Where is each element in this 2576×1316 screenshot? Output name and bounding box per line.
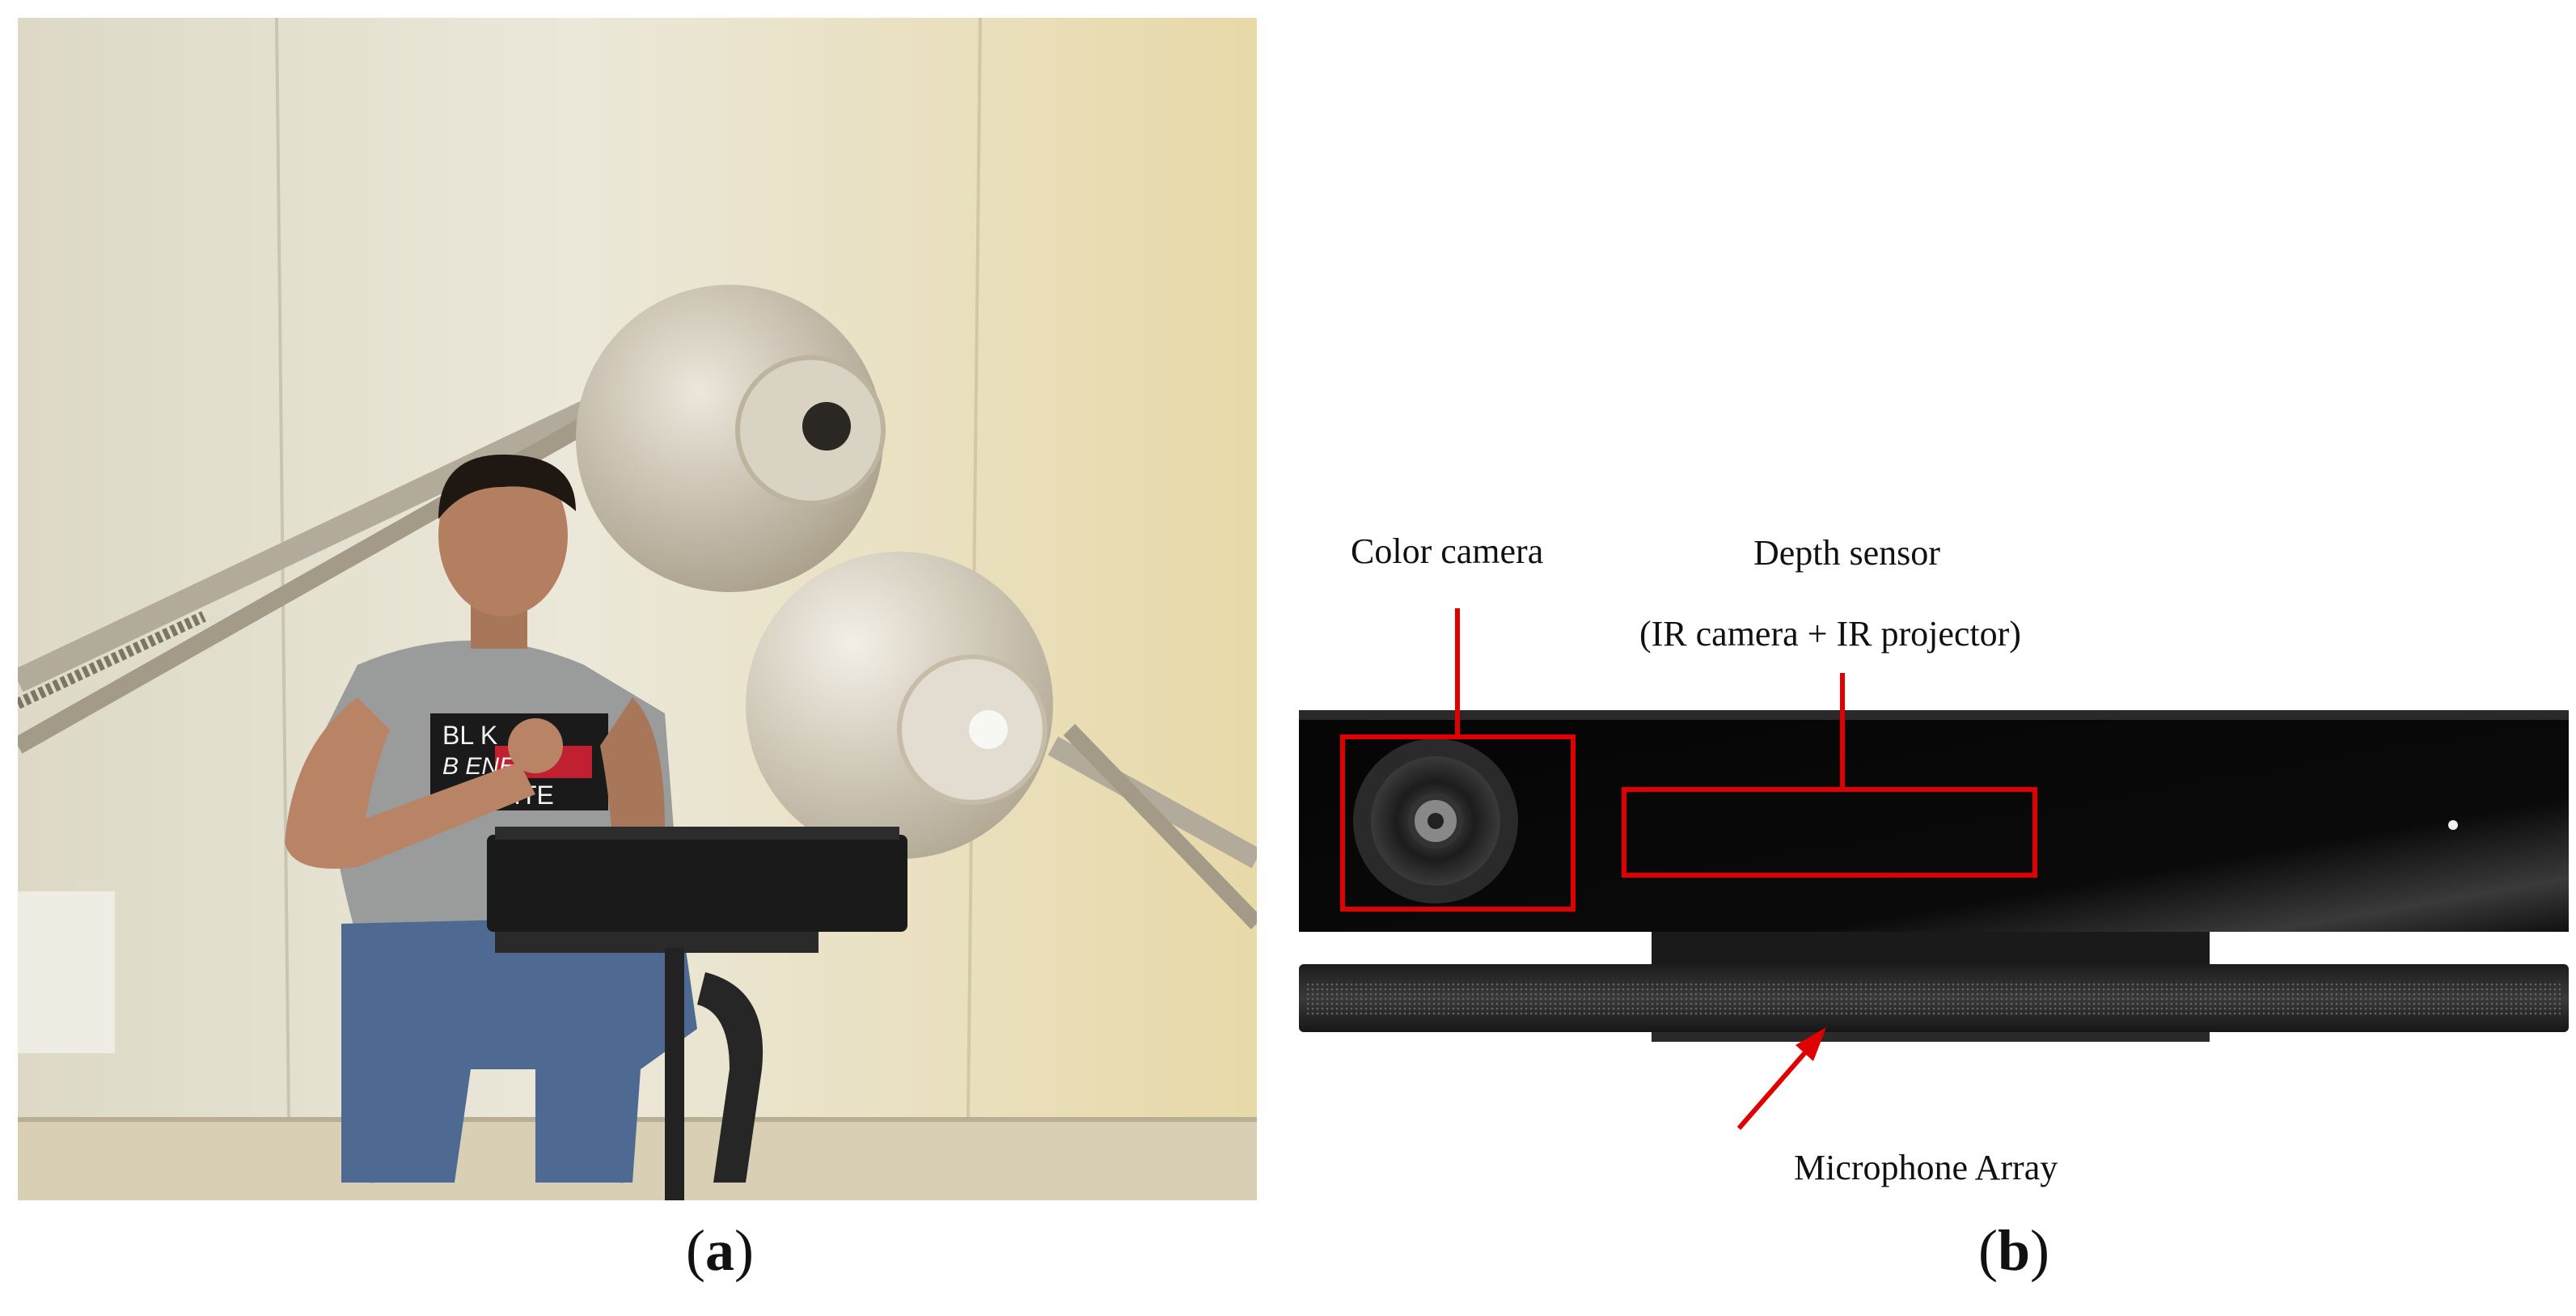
shirt-text-1: BL K bbox=[442, 721, 497, 750]
lamp-arm bbox=[1047, 736, 1263, 869]
caption-a: (a) bbox=[686, 1218, 754, 1283]
depth-sensor-highlight bbox=[1622, 787, 2037, 878]
lamp-vent-core bbox=[802, 402, 851, 451]
tripod-pole bbox=[665, 948, 684, 1200]
kinect-top-edge bbox=[1299, 710, 2569, 720]
status-led bbox=[2448, 820, 2458, 830]
microphone-mesh bbox=[1307, 980, 2561, 1016]
lamp-vent-core bbox=[969, 710, 1008, 749]
person-hair bbox=[438, 455, 576, 519]
person-jeans bbox=[341, 916, 697, 1183]
microphone-array-label: Microphone Array bbox=[1794, 1148, 2058, 1187]
caption-b: (b) bbox=[1977, 1218, 2049, 1283]
wall-seam bbox=[967, 17, 982, 1119]
photo-scene: BL K B ENE HITE bbox=[12, 17, 1263, 1200]
photo-panel-a: BL K B ENE HITE bbox=[12, 17, 1263, 1200]
depth-sensor-detail-label: (IR camera + IR projector) bbox=[1639, 614, 2021, 654]
person-head bbox=[438, 455, 568, 616]
tape bbox=[18, 891, 115, 1053]
sensor-panel-b bbox=[1286, 501, 2576, 1229]
lamp-spring bbox=[15, 611, 206, 709]
kinect-body bbox=[487, 835, 907, 932]
person-left-arm bbox=[285, 697, 535, 869]
caption-a-letter: a bbox=[705, 1218, 734, 1283]
kinect-base bbox=[495, 932, 818, 953]
kinect-diagram bbox=[1299, 608, 2569, 1130]
microphone-arrow-head bbox=[1796, 1027, 1826, 1061]
lamp-arm bbox=[12, 379, 638, 692]
person-hand bbox=[508, 718, 563, 773]
tripod-handle bbox=[697, 972, 763, 1183]
depth-sensor-label: Depth sensor bbox=[1753, 533, 1940, 573]
color-camera-lens-center bbox=[1428, 813, 1444, 829]
lamp-arm bbox=[1063, 724, 1263, 929]
color-camera-label: Color camera bbox=[1351, 531, 1544, 571]
microphone-arrow-shaft bbox=[1736, 1043, 1814, 1130]
kinect-top bbox=[495, 827, 899, 840]
lamp-arm bbox=[13, 390, 637, 754]
caption-b-letter: b bbox=[1997, 1218, 2031, 1283]
microphone-bottom bbox=[1652, 1032, 2210, 1042]
kinect-neck bbox=[1652, 932, 2210, 964]
floor bbox=[18, 1122, 1257, 1200]
